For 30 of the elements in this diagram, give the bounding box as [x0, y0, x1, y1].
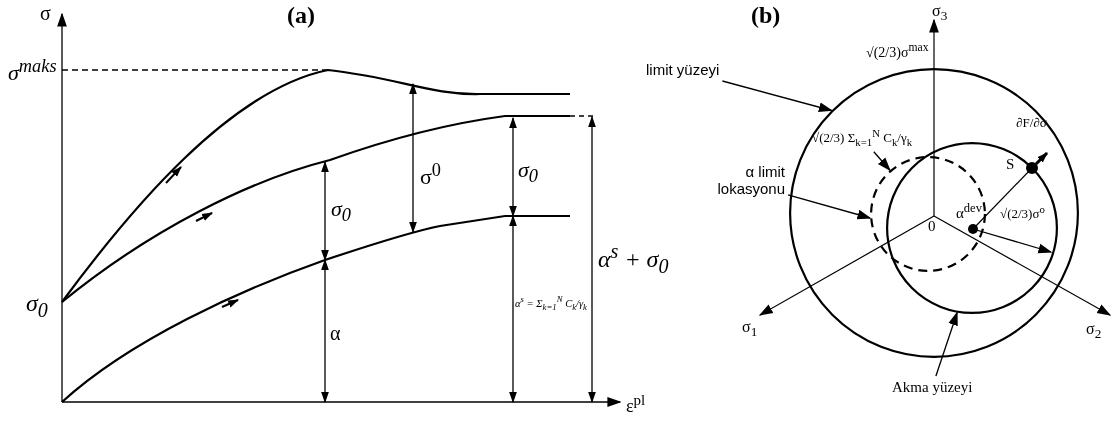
axis-label: ε$^{pl}$: [626, 392, 646, 417]
axis-label: σ$_{2}$: [1086, 320, 1102, 342]
radius-label: √(2/3)σ$^{max}$: [866, 42, 929, 61]
callout-text: α limit lokasyonu: [690, 164, 785, 197]
dimension-label: α: [330, 322, 341, 344]
origin-label: 0: [928, 218, 936, 235]
dimension-label: σ$_{0}$: [518, 158, 539, 187]
dimension-label: σ$^{0}$: [420, 160, 442, 190]
axis-value-label: σ$_{0}$: [26, 290, 48, 321]
axis-label: σ$_{3}$: [932, 2, 948, 24]
dimension-label: σ$_{0}$: [331, 197, 352, 226]
leader-line: [721, 80, 833, 112]
axis-label: σ: [40, 2, 51, 24]
panel-label: (a): [287, 2, 315, 29]
leader-line: [935, 311, 958, 377]
leader-line: [873, 151, 891, 172]
point-label: α$^{dev}$: [956, 202, 982, 222]
radius-label: √(2/3)σ$^{o}$: [1000, 204, 1045, 222]
point-label: S: [1006, 156, 1015, 173]
callout-text: limit yüzeyi: [646, 62, 720, 79]
callout-text: √(2/3) Σ$_{k=1}$$^{N}$ C$_{k}$/γ$_{k}$: [812, 128, 913, 149]
gradient-label: ∂F/∂σ: [1016, 116, 1047, 131]
circle-outline: [789, 68, 1079, 358]
panel-label: (b): [751, 2, 781, 29]
equation-label: α$^{s}$ = Σ$_{k=1}$$^{N}$ C$_{k}$/γ$_{k}$: [515, 295, 587, 313]
axis-label: σ$_{1}$: [742, 318, 758, 340]
callout-text: Akma yüzeyi: [892, 379, 973, 396]
dashed-circle: [870, 156, 986, 272]
dimension-label: α$^{s}$ + σ$_{0}$: [598, 240, 669, 277]
axis-value-label: σ$^{maks}$: [8, 56, 57, 86]
